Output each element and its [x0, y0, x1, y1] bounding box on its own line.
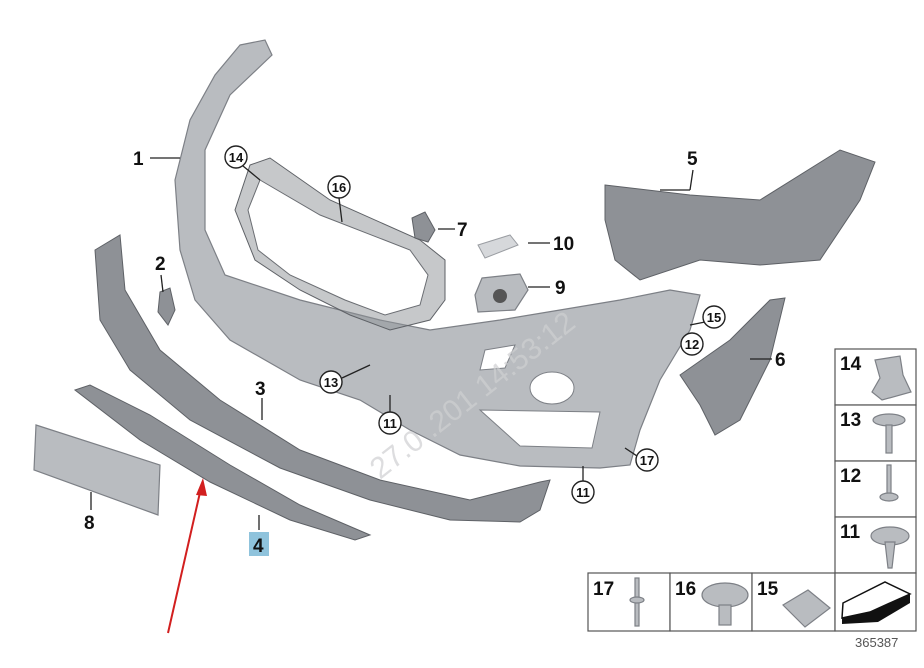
license-plate-bracket-8 [33, 424, 161, 516]
circled-label-12: 12 [680, 332, 704, 356]
mount-7 [411, 211, 436, 243]
rivet-17-head [629, 596, 645, 604]
label-10: 10 [553, 234, 574, 255]
label-4-highlight [249, 532, 269, 556]
screw-13-icon [872, 413, 906, 427]
label-3: 3 [255, 379, 266, 400]
washer-opening [479, 344, 516, 371]
circled-label-11: 11 [378, 411, 402, 435]
grille-opening [247, 179, 429, 316]
label-9: 9 [555, 278, 566, 299]
label-7: 7 [457, 220, 468, 241]
svg-text:15: 15 [707, 310, 721, 325]
clip-14-icon [871, 355, 912, 401]
svg-text:16: 16 [332, 180, 346, 195]
lower-air-intake [478, 409, 601, 449]
svg-text:11: 11 [383, 416, 397, 431]
grid-label-16: 16 [675, 579, 696, 600]
circled-label-17: 17 [635, 448, 659, 472]
red-arrow-indicator [167, 478, 207, 634]
circled-label-14: 14 [224, 145, 248, 169]
side-bracket [679, 297, 786, 436]
label-4: 4 [253, 536, 264, 557]
svg-text:12: 12 [685, 337, 699, 352]
circled-label-15: 15 [702, 305, 726, 329]
circled-label-11: 11 [571, 480, 595, 504]
svg-text:17: 17 [640, 453, 654, 468]
fastener-grid: 14 13 12 11 17 16 15 [587, 348, 917, 632]
grid-label-15: 15 [757, 579, 779, 600]
bracket-right [604, 149, 876, 281]
label-2: 2 [155, 254, 166, 275]
trim-strip-4 [73, 384, 372, 541]
nut-15-icon [782, 589, 831, 628]
rivet-12-icon [886, 464, 892, 496]
grid-label-11: 11 [840, 522, 861, 543]
grid-label-13: 13 [840, 410, 861, 431]
svg-text:14: 14 [229, 150, 244, 165]
cover-10 [477, 234, 519, 259]
front-bumper-shell [174, 39, 701, 469]
bracket-2 [157, 287, 176, 326]
circled-label-13: 13 [319, 370, 343, 394]
diagram-number: 365387 [855, 635, 898, 650]
svg-text:11: 11 [576, 485, 590, 500]
label-5: 5 [687, 149, 698, 170]
screw-16-icon [701, 582, 749, 608]
circled-label-16: 16 [327, 175, 351, 199]
svg-text:13: 13 [324, 375, 338, 390]
grid-label-14: 14 [840, 354, 862, 375]
fog-light-opening [529, 371, 575, 405]
grid-label-17: 17 [593, 579, 614, 600]
grid-label-12: 12 [840, 466, 861, 487]
screw-16-shank [718, 604, 732, 626]
label-1: 1 [133, 149, 144, 170]
leader-lines [90, 157, 772, 530]
sensor-9 [493, 289, 507, 303]
screw-13-shank [885, 424, 893, 454]
rivet-12-head [879, 492, 899, 502]
orientation-arrow-shadow [842, 594, 910, 624]
label-6: 6 [775, 350, 786, 371]
screw-11-shank [884, 541, 896, 569]
lower-trim-3 [94, 234, 551, 523]
label-8: 8 [84, 513, 95, 534]
